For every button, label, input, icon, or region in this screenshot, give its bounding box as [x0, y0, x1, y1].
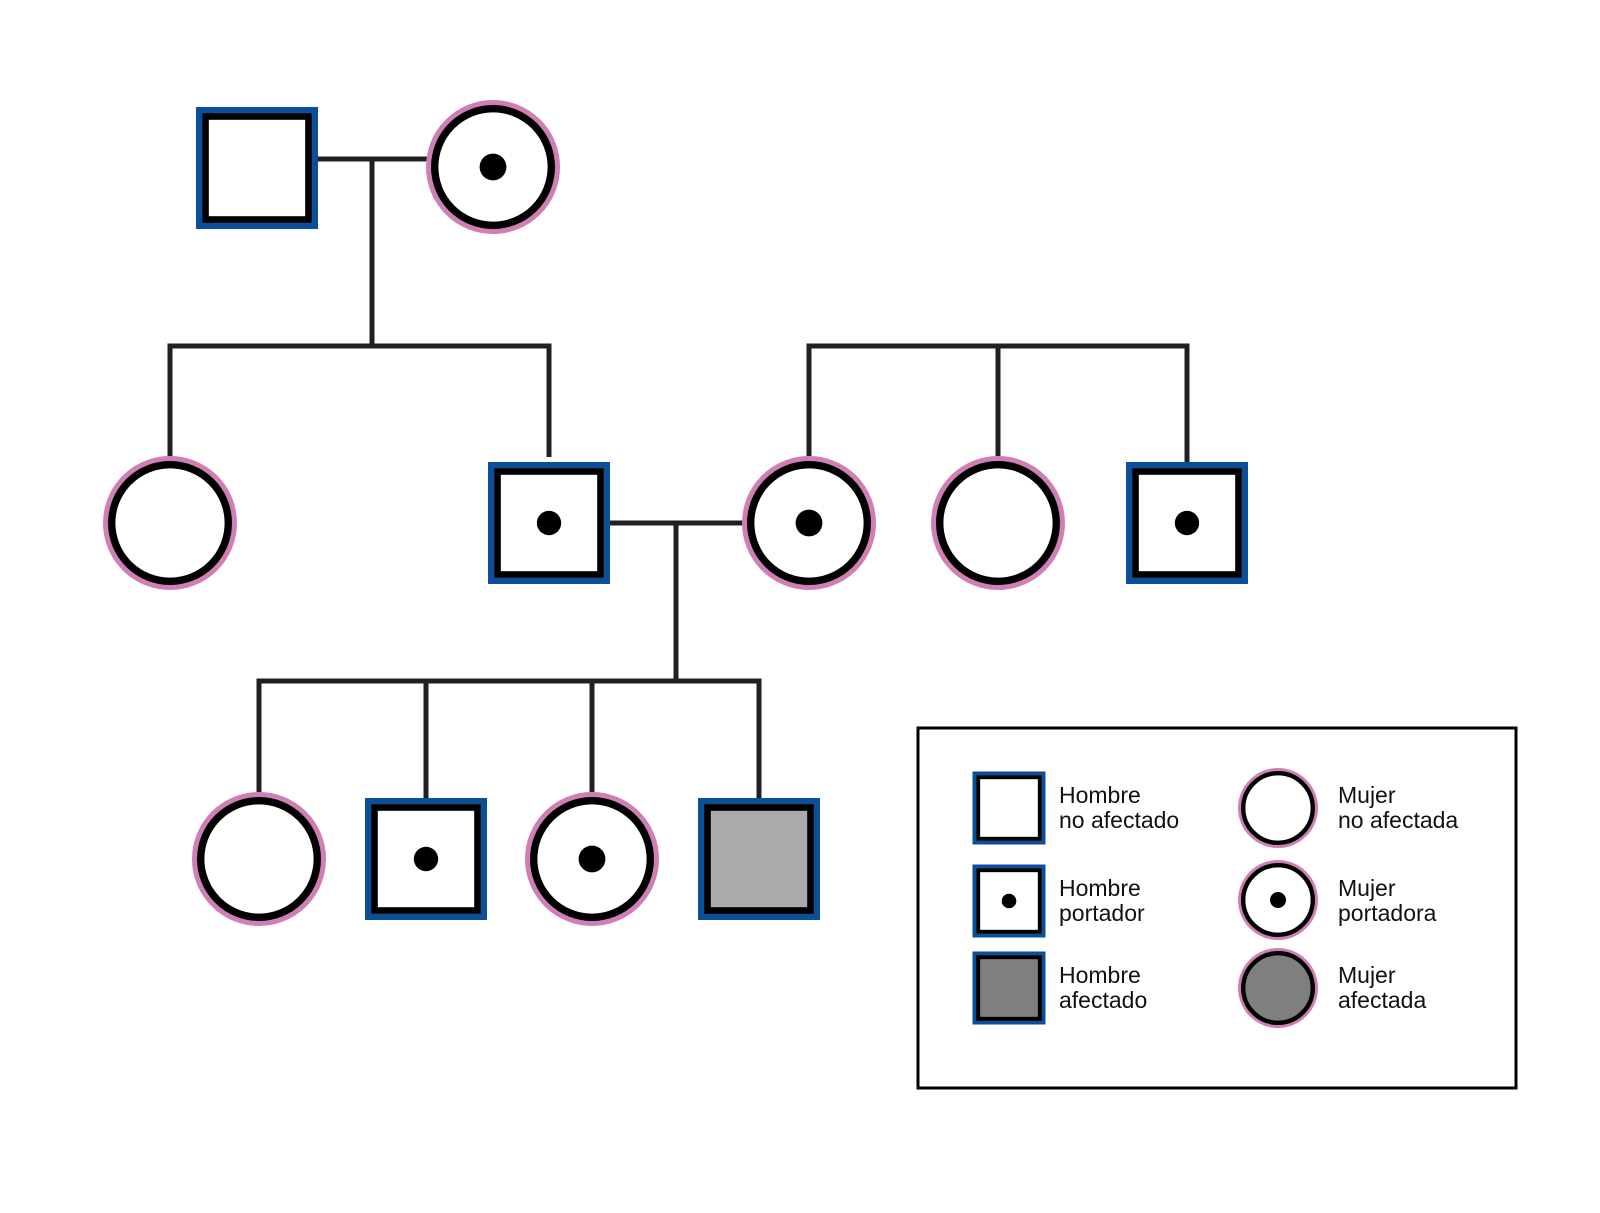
legend-male-affected-line1: Hombre [1059, 962, 1141, 988]
person-gen2-daughter [103, 455, 237, 590]
person-gen2-son-carrier-dot [536, 510, 562, 536]
person-gen2-spouse-sister-circle [936, 461, 1060, 585]
legend-male-unaffected-line2: no afectado [1059, 807, 1179, 833]
person-gen1-mother [425, 100, 560, 234]
person-gen2-spouse-brother-square [1132, 468, 1242, 578]
person-gen3-child-4-square [704, 804, 814, 914]
person-gen2-spouse-sister [930, 455, 1065, 590]
legend-symbol-male-affected [972, 951, 1046, 1025]
legend-female-carrier-line1: Mujer [1338, 875, 1396, 901]
person-gen3-child-4 [697, 797, 820, 920]
sibship-line-gen3 [256, 678, 762, 800]
individuals [103, 100, 1249, 926]
legend-symbol-male-affected-square [976, 955, 1042, 1021]
person-gen3-child-2 [364, 797, 487, 920]
legend-symbol-female-affected [1237, 947, 1318, 1028]
person-gen2-daughter-circle [108, 461, 232, 585]
legend-symbol-female-affected-circle [1240, 951, 1315, 1026]
legend: Hombre no afectado Hombre portador Hombr… [916, 726, 1518, 1090]
person-gen1-father [196, 107, 319, 230]
legend-symbol-male-unaffected-square [976, 775, 1042, 841]
person-gen3-child-1 [191, 791, 326, 926]
legend-symbol-male-unaffected [972, 771, 1046, 845]
legend-symbol-female-carrier [1237, 859, 1318, 940]
legend-male-carrier-line1: Hombre [1059, 875, 1141, 901]
legend-male-affected-line2: afectado [1059, 987, 1147, 1013]
person-gen2-son [487, 461, 610, 584]
legend-symbol-female-carrier-carrier-dot [1270, 892, 1286, 908]
sibship-line-gen2-left [167, 343, 552, 457]
legend-symbol-male-carrier-carrier-dot [1001, 893, 1017, 909]
person-gen2-spouse-carrier-dot [795, 509, 823, 537]
person-gen1-father-square [202, 113, 312, 223]
legend-female-unaffected-line2: no afectada [1338, 807, 1458, 833]
legend-male-carrier-line2: portador [1059, 900, 1145, 926]
person-gen1-mother-carrier-dot [479, 153, 507, 181]
legend-female-affected-line1: Mujer [1338, 962, 1396, 988]
person-gen2-spouse-brother-carrier-dot [1174, 510, 1200, 536]
legend-symbol-female-unaffected-circle [1240, 771, 1315, 846]
person-gen3-child-3 [524, 791, 659, 926]
legend-symbols [972, 767, 1318, 1028]
relationship-lines [167, 156, 1190, 800]
person-gen3-child-2-carrier-dot [413, 846, 439, 872]
legend-symbol-female-unaffected [1237, 767, 1318, 848]
legend-female-unaffected-line1: Mujer [1338, 782, 1396, 808]
legend-symbol-male-carrier [972, 864, 1046, 938]
person-gen3-child-1-circle [197, 797, 321, 921]
person-gen2-spouse [741, 455, 876, 590]
person-gen2-spouse-brother [1126, 461, 1249, 584]
person-gen3-child-3-carrier-dot [578, 845, 606, 873]
legend-male-unaffected-line1: Hombre [1059, 782, 1141, 808]
legend-female-carrier-line2: portadora [1338, 900, 1437, 926]
legend-female-affected-line2: afectada [1338, 987, 1426, 1013]
